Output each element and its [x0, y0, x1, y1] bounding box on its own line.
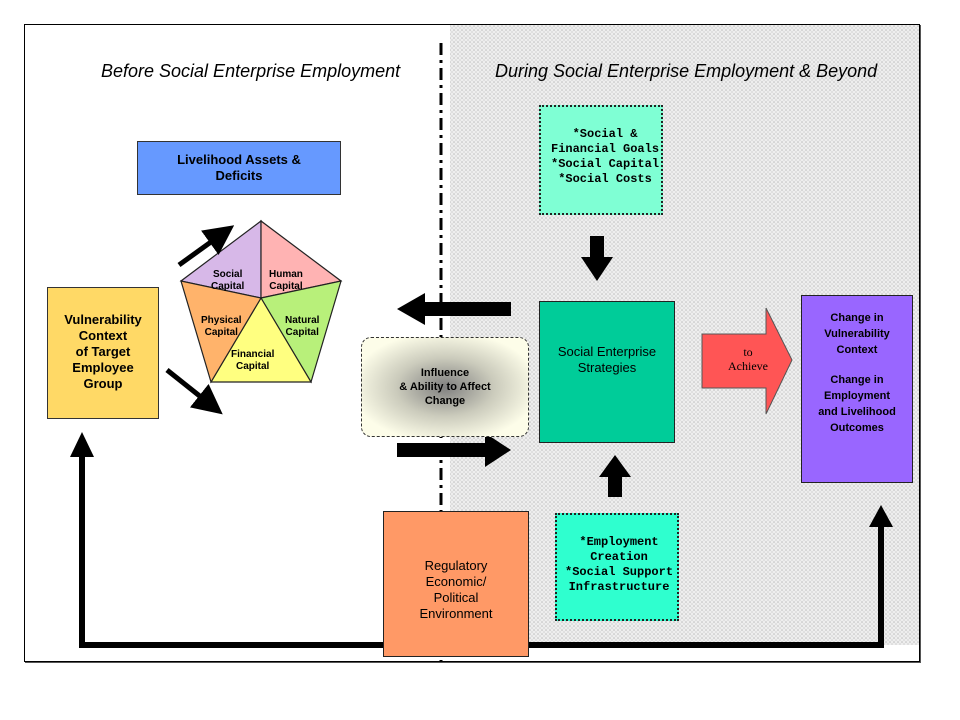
goals-line-3: *Social Capital: [551, 157, 660, 171]
goals-line-1: *Social &: [572, 127, 638, 141]
change-line-2: Vulnerability: [824, 328, 890, 340]
achieve-line-2: Achieve: [728, 359, 768, 373]
change-line-7: and Livelihood: [818, 406, 896, 418]
achieve-label: to Achieve: [713, 345, 783, 373]
diagram-frame: Before Social Enterprise Employment Duri…: [24, 24, 920, 662]
vulnerability-line-5: Group: [83, 376, 123, 391]
livelihood-line-1: Livelihood Assets &: [177, 152, 301, 167]
financial-line-2: Capital: [236, 361, 270, 372]
social-line-2: Capital: [211, 281, 245, 292]
goals-list: *Social & Financial Goals *Social Capita…: [551, 127, 659, 187]
employment-line-2: Creation: [590, 550, 648, 564]
heading-during: During Social Enterprise Employment & Be…: [495, 61, 878, 81]
label-financial-capital: Financial Capital: [231, 349, 274, 373]
physical-line-1: Physical: [201, 315, 242, 326]
regulatory-line-3: Political: [433, 590, 479, 605]
employment-list: *Employment Creation *Social Support Inf…: [565, 535, 673, 595]
influence-box: Influence & Ability to Affect Change: [361, 337, 529, 437]
goals-line-2: Financial Goals: [551, 142, 660, 156]
goals-box: *Social & Financial Goals *Social Capita…: [539, 105, 663, 215]
employment-line-3: *Social Support: [565, 565, 674, 579]
feedback-arrowhead-right: [869, 505, 893, 527]
employment-line-1: *Employment: [579, 535, 659, 549]
arrow-up-right: [177, 225, 235, 268]
arrow-right-to-strategies: [397, 433, 511, 467]
regulatory-line-2: Economic/: [425, 574, 487, 589]
feedback-arrowhead-left: [70, 432, 94, 457]
livelihood-assets-box: Livelihood Assets & Deficits: [137, 141, 341, 195]
influence-line-2: & Ability to Affect: [399, 381, 491, 393]
vulnerability-line-1: Vulnerability: [64, 312, 142, 327]
vulnerability-line-3: of Target: [75, 344, 131, 359]
financial-line-1: Financial: [231, 349, 275, 360]
influence-line-3: Change: [424, 395, 466, 407]
human-line-1: Human: [269, 269, 303, 280]
vulnerability-context-box: Vulnerability Context of Target Employee…: [47, 287, 159, 419]
influence-line-1: Influence: [420, 367, 470, 379]
arrow-down-to-strategies: [581, 236, 613, 281]
regulatory-line-4: Environment: [419, 606, 493, 621]
change-line-1: Change in: [830, 312, 884, 324]
pentagon-physical: [180, 280, 262, 384]
strategies-box: Social Enterprise Strategies: [539, 301, 675, 443]
regulatory-box: Regulatory Economic/ Political Environme…: [383, 511, 529, 657]
change-line-8: Outcomes: [830, 422, 884, 434]
physical-line-2: Capital: [204, 327, 238, 338]
natural-line-2: Capital: [285, 327, 319, 338]
achieve-arrow: [701, 307, 793, 415]
arrow-down-right: [165, 368, 223, 415]
employment-line-4: Infrastructure: [568, 580, 670, 594]
vulnerability-line-4: Employee: [72, 360, 134, 375]
employment-box: *Employment Creation *Social Support Inf…: [555, 513, 679, 621]
vulnerability-line-2: Context: [78, 328, 128, 343]
human-line-2: Capital: [269, 281, 303, 292]
livelihood-line-2: Deficits: [215, 168, 263, 183]
change-line-3: Context: [836, 344, 878, 356]
change-outcomes-box: Change in Vulnerability Context Change i…: [801, 295, 913, 483]
label-human-capital: Human Capital: [269, 269, 303, 293]
label-natural-capital: Natural Capital: [285, 315, 319, 339]
regulatory-line-1: Regulatory: [424, 558, 488, 573]
arrow-left-to-pentagon: [397, 293, 511, 325]
label-social-capital: Social Capital: [211, 269, 244, 293]
achieve-line-1: to: [743, 345, 753, 359]
social-line-1: Social: [212, 269, 243, 280]
change-line-5: Change in: [830, 374, 884, 386]
goals-line-4: *Social Costs: [558, 172, 652, 186]
label-physical-capital: Physical Capital: [201, 315, 242, 339]
strategies-line-2: Strategies: [577, 360, 637, 375]
arrow-up-to-strategies: [599, 455, 631, 497]
heading-before: Before Social Enterprise Employment: [101, 61, 401, 81]
natural-line-1: Natural: [285, 315, 320, 326]
change-line-6: Employment: [823, 390, 890, 402]
capital-pentagon: [179, 219, 343, 384]
strategies-line-1: Social Enterprise: [557, 344, 657, 359]
